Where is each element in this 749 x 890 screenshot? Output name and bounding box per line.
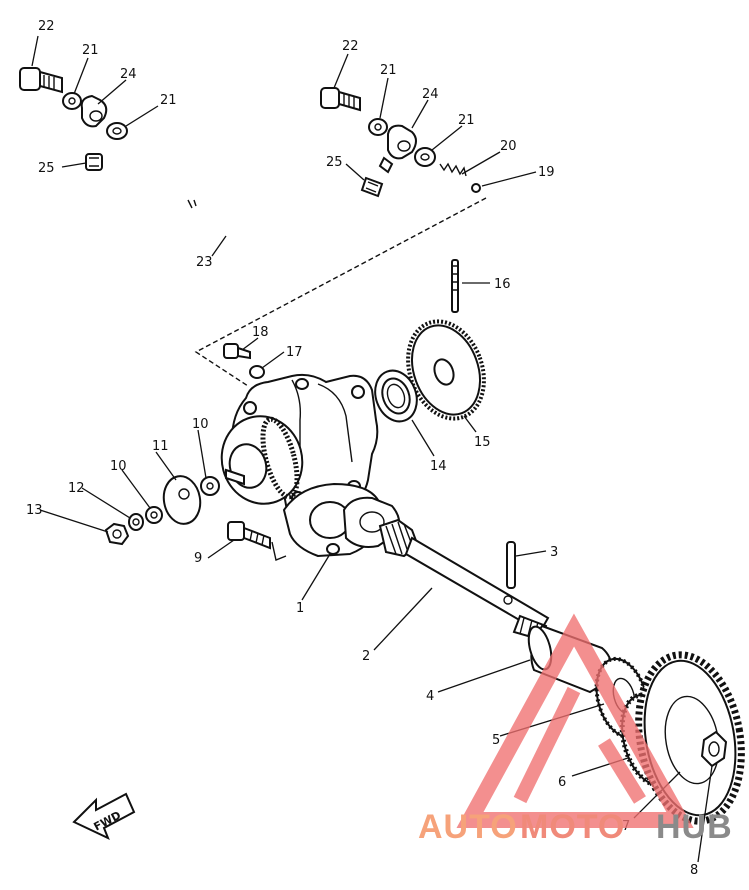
nut-8	[700, 730, 728, 768]
nut-13	[104, 522, 130, 546]
watermark-moto: MOTO	[520, 808, 625, 846]
callout-22b: 22	[342, 39, 359, 54]
pin-3	[506, 541, 516, 589]
callout-21d: 21	[458, 113, 475, 128]
callout-25b: 25	[326, 155, 343, 170]
washer-21a	[62, 92, 82, 110]
watermark-hub: HUB	[656, 808, 733, 846]
callout-15: 15	[474, 435, 491, 450]
washer-21d	[414, 147, 436, 167]
oil-seal-14	[374, 369, 418, 423]
banjo-bolt-right	[320, 87, 361, 112]
ball-19	[471, 183, 481, 193]
watermark-auto: AUTO	[418, 808, 518, 846]
callout-2: 2	[362, 649, 370, 664]
callout-21c: 21	[380, 63, 397, 78]
callout-13: 13	[26, 503, 43, 518]
washer-21c	[368, 118, 388, 136]
washer-12	[128, 513, 144, 531]
plate-11	[162, 475, 202, 525]
callout-4: 4	[426, 689, 434, 704]
callout-17: 17	[286, 345, 303, 360]
pin-16	[451, 259, 459, 313]
screw-18	[223, 343, 251, 360]
banjo-fitting-24b	[378, 124, 417, 174]
callout-9: 9	[194, 551, 202, 566]
callout-24b: 24	[422, 87, 439, 102]
callout-22a: 22	[38, 19, 55, 34]
callout-10a: 10	[110, 459, 127, 474]
callout-14: 14	[430, 459, 447, 474]
watermark: AUTO MOTO HUB	[418, 613, 733, 846]
callout-labels: 22 21 24 21 25 22 21 24 21 20 19 25 23 1…	[26, 19, 698, 878]
callout-1: 1	[296, 601, 304, 616]
washer-21b	[106, 122, 128, 140]
hose-clip-25b	[360, 176, 384, 198]
callout-18: 18	[252, 325, 269, 340]
callout-25a: 25	[38, 161, 55, 176]
callout-8: 8	[690, 863, 698, 878]
screw-9	[227, 521, 271, 550]
callout-21a: 21	[82, 43, 99, 58]
washer-17	[249, 365, 265, 379]
callout-23: 23	[196, 255, 213, 270]
callout-6: 6	[558, 775, 566, 790]
washer-10b	[200, 476, 220, 496]
callout-3: 3	[550, 545, 558, 560]
callout-5: 5	[492, 733, 500, 748]
callout-11: 11	[152, 439, 169, 454]
banjo-bolt-left	[19, 67, 63, 94]
callout-19: 19	[538, 165, 555, 180]
gear-7	[635, 651, 745, 825]
pump-cover	[220, 415, 304, 505]
callout-16: 16	[494, 277, 511, 292]
spring-20	[439, 162, 467, 177]
watermark-triangle-logo	[456, 613, 694, 828]
washer-10a	[145, 506, 163, 524]
oil-pipe-23	[89, 172, 379, 232]
callout-10b: 10	[192, 417, 209, 432]
callout-12: 12	[68, 481, 85, 496]
fwd-arrow-icon: FWD	[72, 792, 136, 840]
pump-shaft-2	[378, 518, 550, 642]
banjo-fitting-24a	[80, 94, 108, 128]
callout-20: 20	[500, 139, 517, 154]
hose-clip-25a	[85, 153, 103, 171]
callout-21b: 21	[160, 93, 177, 108]
callout-24a: 24	[120, 67, 137, 82]
gear-15	[406, 319, 486, 421]
